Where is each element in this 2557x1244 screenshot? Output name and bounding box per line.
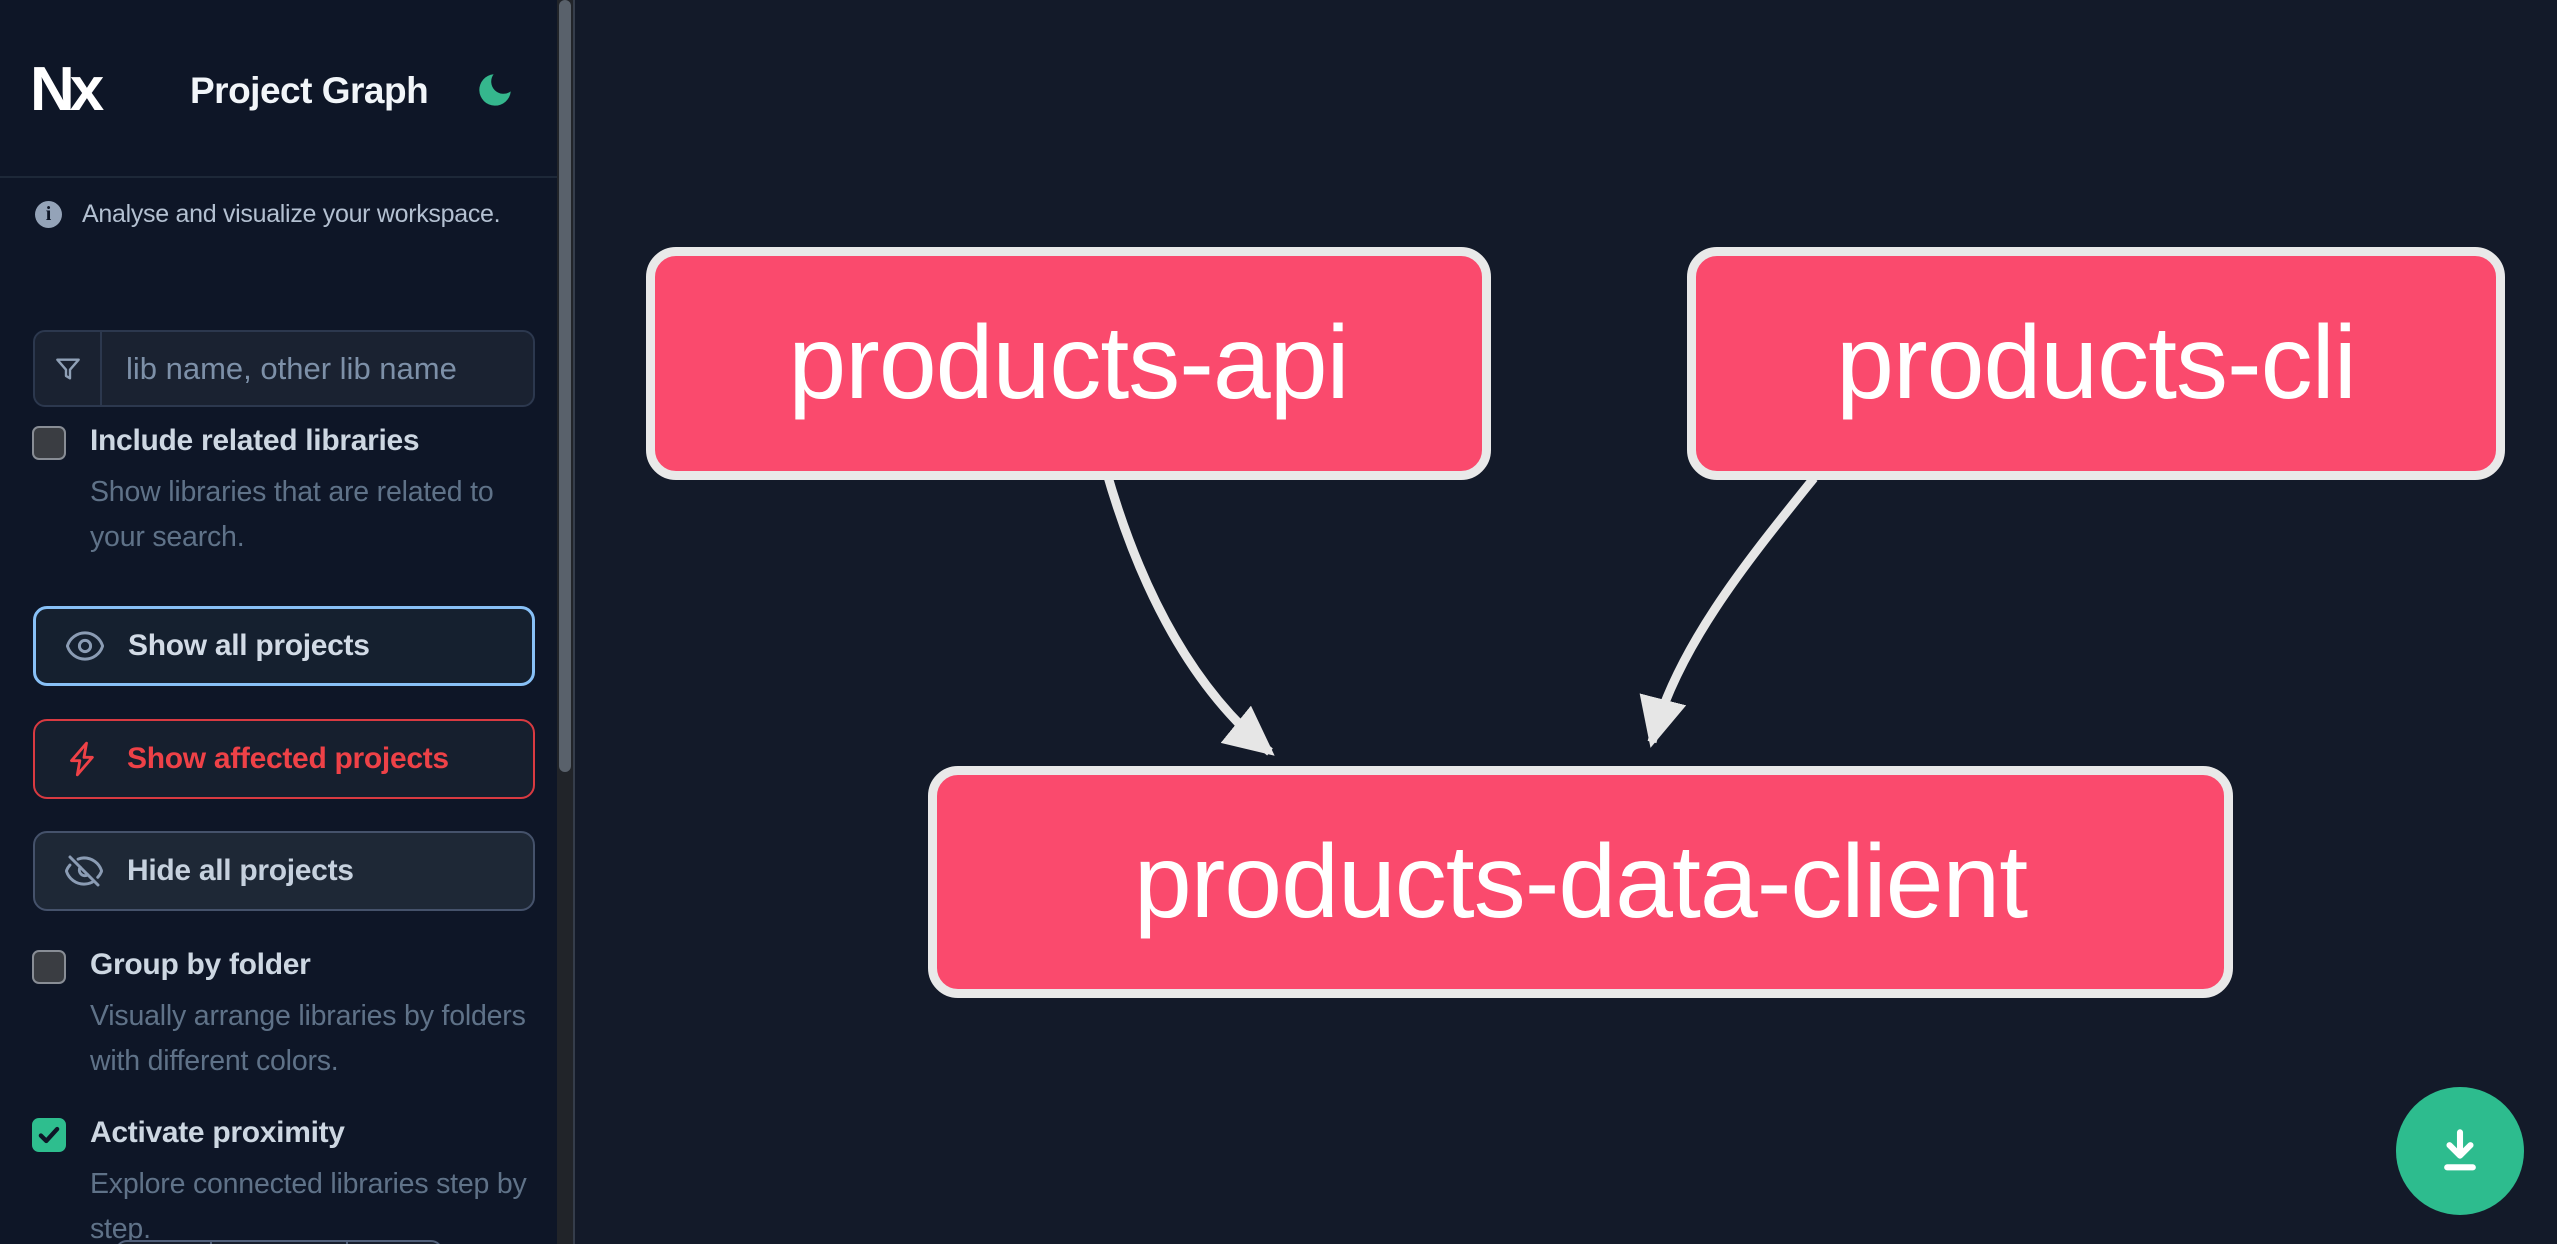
option-label[interactable]: Include related libraries bbox=[90, 424, 420, 457]
option-label[interactable]: Group by folder bbox=[90, 948, 311, 981]
edge-products-api-to-data-client bbox=[1101, 468, 1275, 756]
stepper-increment[interactable] bbox=[346, 1242, 441, 1244]
button-label: Show affected projects bbox=[127, 742, 449, 775]
stepper-value bbox=[209, 1242, 347, 1244]
group-by-folder-checkbox[interactable] bbox=[32, 950, 66, 984]
sidebar-scrollbar-thumb[interactable] bbox=[559, 0, 571, 772]
include-related-checkbox[interactable] bbox=[32, 426, 66, 460]
option-description: Visually arrange libraries by folders wi… bbox=[90, 1000, 526, 1077]
option-include-related: Include related libraries Show libraries… bbox=[32, 424, 537, 560]
option-label[interactable]: Activate proximity bbox=[90, 1116, 345, 1149]
hide-all-projects-button[interactable]: Hide all projects bbox=[33, 831, 535, 911]
show-affected-projects-button[interactable]: Show affected projects bbox=[33, 719, 535, 799]
activate-proximity-checkbox[interactable] bbox=[32, 1118, 66, 1152]
option-activate-proximity: Activate proximity Explore connected lib… bbox=[32, 1116, 537, 1244]
eye-slash-icon bbox=[63, 850, 105, 892]
checkmark-icon bbox=[38, 1126, 60, 1144]
node-products-data-client[interactable]: products-data-client bbox=[928, 766, 2233, 998]
search-box bbox=[33, 330, 535, 407]
node-label: products-cli bbox=[1836, 305, 2357, 421]
option-description: Show libraries that are related to your … bbox=[90, 476, 494, 553]
node-products-api[interactable]: products-api bbox=[646, 247, 1491, 480]
workspace-tagline: i Analyse and visualize your workspace. bbox=[35, 200, 535, 229]
download-icon bbox=[2444, 1129, 2476, 1171]
page-title: Project Graph bbox=[190, 70, 429, 111]
sidebar-scrollbar-track bbox=[557, 0, 573, 1244]
proximity-stepper bbox=[115, 1240, 443, 1244]
button-label: Show all projects bbox=[128, 629, 370, 662]
nx-logo: Nx bbox=[30, 55, 104, 124]
filter-icon bbox=[35, 332, 102, 405]
option-description: Explore connected libraries step by step… bbox=[90, 1168, 527, 1244]
download-image-button[interactable] bbox=[2396, 1087, 2524, 1215]
info-icon: i bbox=[35, 201, 62, 228]
tagline-text: Analyse and visualize your workspace. bbox=[82, 200, 501, 228]
sidebar: Nx Project Graph i Analyse and visualize… bbox=[0, 0, 575, 1244]
button-label: Hide all projects bbox=[127, 854, 354, 887]
eye-icon bbox=[64, 625, 106, 667]
sidebar-header: Nx Project Graph bbox=[0, 0, 559, 178]
node-label: products-api bbox=[788, 305, 1349, 421]
bolt-icon bbox=[63, 738, 105, 780]
show-all-projects-button[interactable]: Show all projects bbox=[33, 606, 535, 686]
search-input[interactable] bbox=[102, 332, 533, 405]
node-label: products-data-client bbox=[1133, 823, 2028, 940]
theme-toggle-button[interactable] bbox=[472, 68, 518, 114]
edge-products-cli-to-data-client bbox=[1639, 475, 1818, 748]
node-products-cli[interactable]: products-cli bbox=[1687, 247, 2505, 480]
option-group-by-folder: Group by folder Visually arrange librari… bbox=[32, 948, 537, 1084]
moon-icon bbox=[479, 73, 511, 106]
